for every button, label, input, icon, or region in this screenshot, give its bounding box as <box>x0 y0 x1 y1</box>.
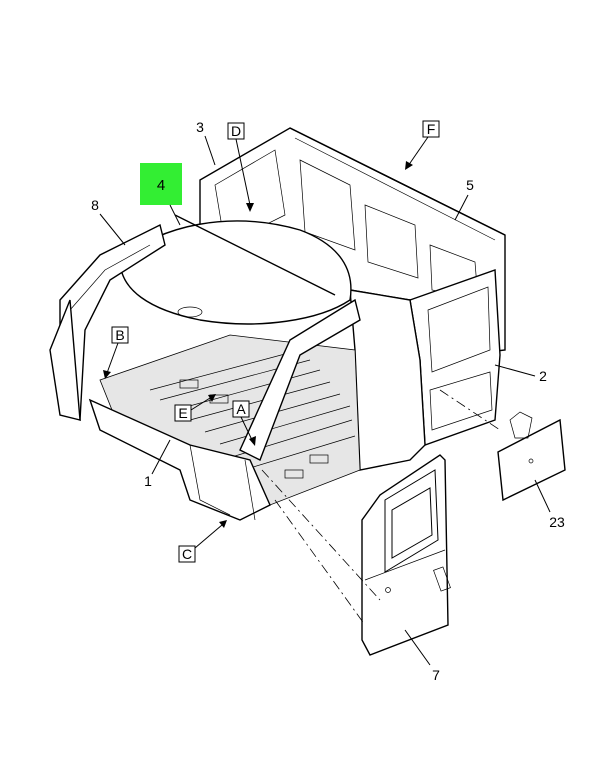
callout-8: 8 <box>91 197 99 213</box>
number-callouts: 3 8 5 2 1 23 7 <box>91 119 565 683</box>
view-label-c: C <box>182 546 192 562</box>
highlight-callout-4[interactable]: 4 <box>140 163 182 226</box>
view-labels: D F B E A C <box>103 120 440 563</box>
view-label-f: F <box>427 121 436 137</box>
callout-5: 5 <box>466 177 474 193</box>
access-panel-23 <box>497 411 566 502</box>
view-label-a: A <box>236 401 246 417</box>
callout-4-label: 4 <box>157 177 165 194</box>
callout-7: 7 <box>432 667 440 683</box>
cab-structure <box>49 127 506 521</box>
callout-23: 23 <box>549 514 565 530</box>
view-label-d: D <box>231 123 241 139</box>
view-label-b: B <box>115 327 124 343</box>
assembly-lines <box>261 389 501 626</box>
view-label-e: E <box>178 405 187 421</box>
callout-1: 1 <box>144 473 152 489</box>
door-part-7 <box>361 454 451 656</box>
callout-2: 2 <box>539 368 547 384</box>
callout-3: 3 <box>196 119 204 135</box>
